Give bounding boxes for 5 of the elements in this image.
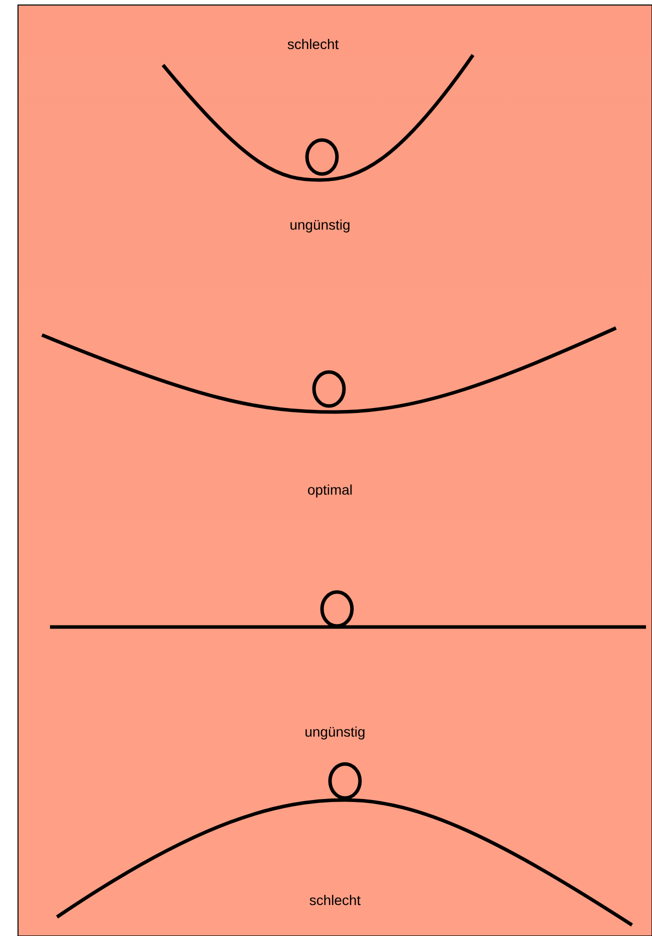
state-label: schlecht xyxy=(310,894,361,906)
state-label: schlecht xyxy=(288,38,339,50)
state-label: optimal xyxy=(308,484,352,498)
state-label: ungünstig xyxy=(290,219,350,233)
state-label: ungünstig xyxy=(306,726,364,740)
